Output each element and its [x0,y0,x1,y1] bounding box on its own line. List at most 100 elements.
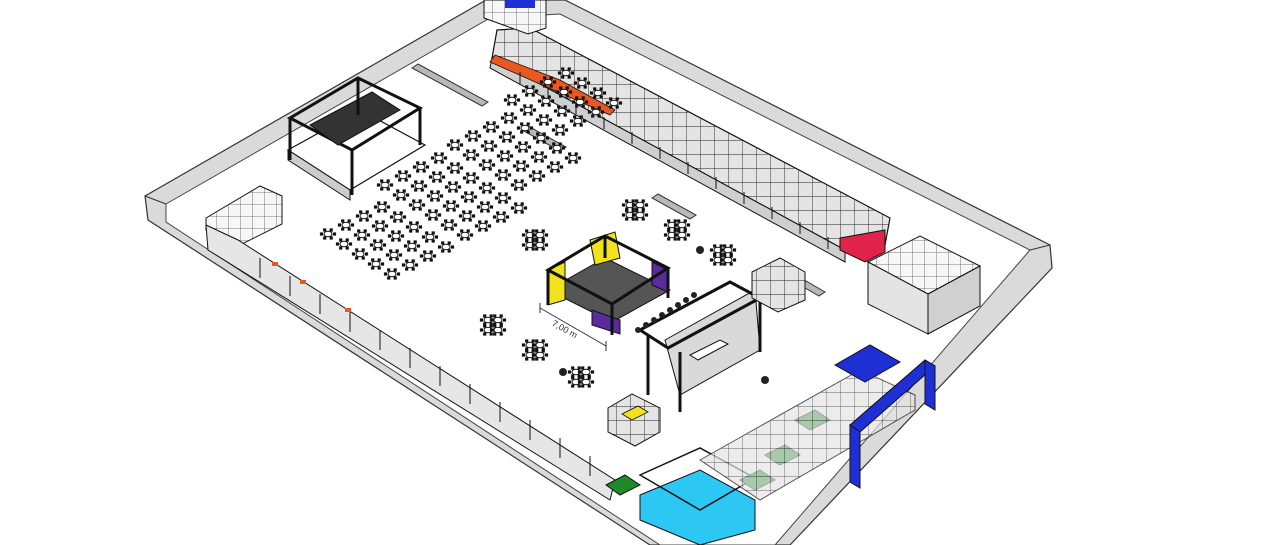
round-table-with-chairs-icon [496,150,514,162]
round-table-with-chairs-icon [555,86,573,98]
round-table-with-chairs-icon [480,140,498,152]
round-table-with-chairs-icon [337,219,355,231]
round-table-with-chairs-icon [383,268,401,280]
dimension-line-stroke [539,307,607,347]
round-table-with-chairs-icon [498,131,516,143]
booth-cluster-bottom [605,344,916,545]
round-table-with-chairs-icon [719,254,737,266]
round-table-with-chairs-icon [494,169,512,181]
kiosk-booth-yellow [607,393,661,447]
round-table-with-chairs-icon [446,139,464,151]
round-table-with-chairs-icon [437,241,455,253]
round-table-with-chairs-icon [405,221,423,233]
round-table-with-chairs-icon [387,230,405,242]
round-table-with-chairs-icon [494,192,512,204]
round-table-with-chairs-icon [410,180,428,192]
kiosk-yellow-accent [621,405,649,421]
entrance-arch [849,359,936,489]
round-table-with-chairs-icon [335,238,353,250]
round-table-with-chairs-icon [531,239,549,251]
entrance-block-top [483,0,547,35]
potted-plant-icon [696,246,704,254]
round-table-with-chairs-icon [462,149,480,161]
central-booth-floor [546,257,672,323]
bar-stools [635,292,697,333]
round-table-with-chairs-icon [351,248,369,260]
round-table-with-chairs-icon [424,209,442,221]
entrance-arch-leg-left [849,424,861,489]
round-table-with-chairs-icon [401,259,419,271]
round-table-with-chairs-icon [530,151,548,163]
round-table-with-chairs-icon [528,170,546,182]
booth-dividers-back [519,72,829,249]
kiosk-booths [607,257,806,447]
entrance-block-top-accent [505,0,535,8]
stage [286,76,427,201]
round-table-with-chairs-icon [489,314,507,326]
round-table-with-chairs-icon [476,201,494,213]
round-table-with-chairs-icon [489,324,507,336]
round-table-with-chairs-icon [442,200,460,212]
booth-cyan [639,469,756,545]
round-table-with-chairs-icon [478,159,496,171]
round-table-with-chairs-icon [510,179,528,191]
kiosk-booth [751,257,806,313]
booth-left-accents [272,262,351,312]
round-table-with-chairs-icon [551,124,569,136]
round-table-with-chairs-icon [571,96,589,108]
round-table-with-chairs-icon [444,181,462,193]
round-table-with-chairs-icon [564,152,582,164]
round-table-with-chairs-icon [532,132,550,144]
round-table-with-chairs-icon [408,199,426,211]
booth-accent-red [839,229,886,263]
round-table-with-chairs-icon [474,220,492,232]
round-table-with-chairs-icon [573,77,591,89]
round-table-with-chairs-icon [539,76,557,88]
round-table-with-chairs-icon [510,202,528,214]
round-table-with-chairs-icon [546,161,564,173]
potted-plant-icon [761,376,769,384]
round-table-with-chairs-icon [537,95,555,107]
round-table-with-chairs-icon [500,112,518,124]
round-table-with-chairs-icon [355,210,373,222]
potted-plant-icon [559,368,567,376]
round-table-with-chairs-icon [421,231,439,243]
round-table-with-chairs-icon [631,199,649,211]
booth-blue [833,344,902,383]
round-table-with-chairs-icon [519,104,537,116]
banquet-tables [319,67,737,388]
round-table-with-chairs-icon [385,249,403,261]
round-table-with-chairs-icon [403,240,421,252]
round-table-with-chairs-icon [376,179,394,191]
round-table-with-chairs-icon [367,258,385,270]
round-table-with-chairs-icon [458,210,476,222]
bench [651,193,697,220]
round-table-with-chairs-icon [535,114,553,126]
round-table-with-chairs-icon [503,94,521,106]
booth-dividers-left [259,258,591,476]
round-table-with-chairs-icon [412,161,430,173]
round-table-with-chairs-icon [371,220,389,232]
stage-backdrop [309,91,401,146]
round-table-with-chairs-icon [569,115,587,127]
round-table-with-chairs-icon [392,189,410,201]
round-table-with-chairs-icon [589,87,607,99]
round-table-with-chairs-icon [353,229,371,241]
round-table-with-chairs-icon [482,121,500,133]
round-table-with-chairs-icon [446,162,464,174]
round-table-with-chairs-icon [673,219,691,231]
round-table-with-chairs-icon [419,250,437,262]
entrance-block-top-box [483,0,547,35]
round-table-with-chairs-icon [531,229,549,241]
round-table-with-chairs-icon [394,170,412,182]
round-table-with-chairs-icon [673,229,691,241]
round-table-with-chairs-icon [548,142,566,154]
round-table-with-chairs-icon [389,211,407,223]
hall-wall-edge [1029,244,1051,251]
stage-front [287,149,351,201]
round-table-with-chairs-icon [512,160,530,172]
round-table-with-chairs-icon [577,376,595,388]
round-table-with-chairs-icon [521,85,539,97]
round-table-with-chairs-icon [531,349,549,361]
